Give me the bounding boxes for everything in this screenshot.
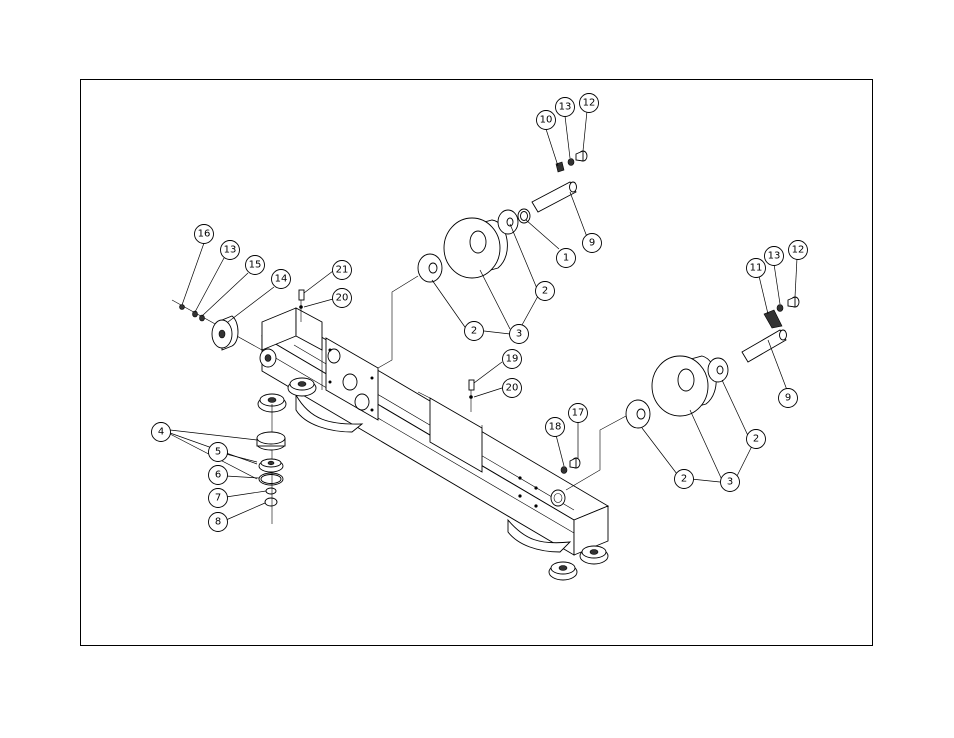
- callout-18: 18: [545, 417, 565, 437]
- svg-text:16: 16: [198, 229, 211, 240]
- callout-19: 19: [502, 349, 522, 369]
- callout-12: 12: [579, 93, 599, 113]
- leader-lines: [169, 110, 798, 521]
- svg-text:2: 2: [471, 326, 477, 337]
- callout-9: 9: [582, 233, 602, 253]
- callout-17: 17: [568, 403, 588, 423]
- svg-text:20: 20: [506, 383, 519, 394]
- svg-text:2: 2: [753, 434, 759, 445]
- drawing-frame: [80, 79, 873, 646]
- svg-text:12: 12: [583, 98, 596, 109]
- callout-7: 7: [208, 488, 228, 508]
- svg-text:9: 9: [785, 393, 791, 404]
- callout-2: 2: [674, 469, 694, 489]
- svg-text:9: 9: [589, 238, 595, 249]
- callout-10: 10: [536, 110, 556, 130]
- svg-text:8: 8: [215, 517, 221, 528]
- svg-text:6: 6: [215, 470, 221, 481]
- callout-15: 15: [245, 255, 265, 275]
- callout-5: 5: [208, 442, 228, 462]
- svg-text:5: 5: [215, 447, 221, 458]
- callout-2: 2: [535, 281, 555, 301]
- callout-12: 12: [788, 240, 808, 260]
- svg-text:1: 1: [563, 253, 569, 264]
- wheel-stack: [256, 404, 286, 524]
- callout-16: 16: [194, 224, 214, 244]
- left-end-hardware: [171, 299, 263, 351]
- callout-21: 21: [332, 260, 352, 280]
- callout-2: 2: [746, 429, 766, 449]
- callout-14: 14: [271, 269, 291, 289]
- svg-text:21: 21: [336, 265, 349, 276]
- svg-text:15: 15: [249, 260, 262, 271]
- callout-6: 6: [208, 465, 228, 485]
- callout-3: 3: [509, 324, 529, 344]
- svg-text:19: 19: [506, 354, 519, 365]
- svg-text:13: 13: [559, 102, 572, 113]
- svg-text:11: 11: [750, 263, 763, 274]
- foot-wheel: [548, 561, 578, 581]
- svg-text:17: 17: [572, 408, 585, 419]
- svg-text:13: 13: [768, 251, 781, 262]
- callout-9: 9: [778, 388, 798, 408]
- foot-wheel: [579, 545, 609, 565]
- callout-13: 13: [220, 240, 240, 260]
- svg-text:20: 20: [336, 293, 349, 304]
- main-beam: [257, 307, 610, 581]
- svg-text:13: 13: [224, 245, 237, 256]
- svg-text:2: 2: [542, 286, 548, 297]
- foot-wheel: [287, 377, 317, 397]
- svg-text:10: 10: [540, 115, 553, 126]
- svg-text:2: 2: [681, 474, 687, 485]
- callout-11: 11: [746, 258, 766, 278]
- callout-13: 13: [555, 97, 575, 117]
- svg-text:18: 18: [549, 422, 562, 433]
- callout-8: 8: [208, 512, 228, 532]
- svg-text:7: 7: [215, 493, 221, 504]
- callout-bubbles: 1 2 2 2 2 3 3 4 5 6 7 8 9 9 10 11 12 12 …: [151, 93, 808, 532]
- svg-text:14: 14: [275, 274, 288, 285]
- callout-2: 2: [464, 321, 484, 341]
- callout-1: 1: [556, 248, 576, 268]
- bolt-21: [298, 289, 305, 322]
- callout-20: 20: [332, 288, 352, 308]
- svg-text:3: 3: [516, 329, 522, 340]
- svg-text:12: 12: [792, 245, 805, 256]
- bolt-17-18: [560, 457, 581, 474]
- right-roller-assembly: [565, 296, 800, 491]
- callout-20: 20: [502, 378, 522, 398]
- callout-4: 4: [151, 422, 171, 442]
- callout-3: 3: [720, 472, 740, 492]
- callout-13: 13: [764, 246, 784, 266]
- bolt-19: [468, 379, 475, 412]
- svg-text:3: 3: [727, 477, 733, 488]
- svg-text:4: 4: [158, 427, 164, 438]
- upper-roller-assembly: [377, 150, 588, 369]
